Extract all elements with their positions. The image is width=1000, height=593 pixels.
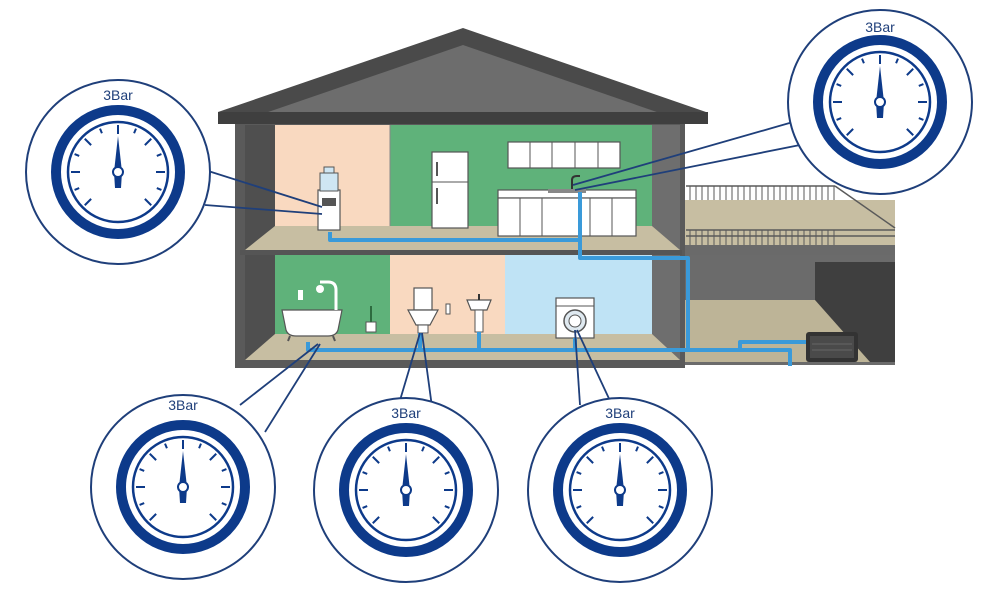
gauge-tick [156, 187, 162, 191]
gauge-label: 3Bar [168, 397, 198, 413]
gauge-tick [84, 198, 92, 206]
gauge-tick [74, 153, 80, 157]
gauge-label: 3Bar [103, 87, 133, 103]
washing-machine-icon [555, 297, 595, 339]
gauge-tick [362, 505, 368, 509]
gauge-ticks [833, 55, 927, 136]
water-cooler-icon [317, 166, 341, 231]
kitchen-cabinets [497, 141, 637, 237]
ground-floor [245, 334, 680, 360]
gauge-tick [444, 505, 450, 509]
gauge-hub [112, 166, 124, 178]
gauge-tick [846, 128, 854, 136]
gauge-tick [861, 58, 865, 64]
gauge-bathtub: 3Bar [90, 394, 276, 580]
gauge-tick [387, 446, 391, 452]
gauge-tick [918, 117, 924, 121]
gauge-kitchen-sink: 3Bar [787, 9, 973, 195]
gauge-hub [400, 484, 412, 496]
gauge-tick [646, 456, 654, 464]
gauge-tick [635, 446, 639, 452]
gauge-hub [177, 481, 189, 493]
gauge-toilet-basin: 3Bar [313, 397, 499, 583]
gauge-ticks [71, 125, 165, 206]
pressure-gauges: 3Bar 3Bar 3Bar 3Bar 3Bar [25, 9, 973, 583]
garage-extension [683, 185, 896, 365]
gauge-tick [84, 138, 92, 146]
fridge-icon [431, 151, 469, 229]
gauge-tick [601, 446, 605, 452]
gauge-tick [99, 128, 103, 134]
booster-pump-icon [806, 332, 858, 362]
gauge-tick [836, 83, 842, 87]
toilet-icon [407, 287, 451, 334]
gauge-tick [149, 453, 157, 461]
gauge-tick [432, 516, 440, 524]
gauge-connectors [204, 119, 801, 433]
gauge-tick [362, 471, 368, 475]
water-pipes [306, 192, 806, 366]
gauge-tick [156, 153, 162, 157]
gauge-tick [906, 68, 914, 76]
gauge-hub [614, 484, 626, 496]
gauge-tick [139, 468, 145, 472]
gauge-tick [139, 502, 145, 506]
gauge-tick [658, 471, 664, 475]
gauge-washing-machine: 3Bar [527, 397, 713, 583]
gauge-tick [658, 505, 664, 509]
gauge-tick [221, 468, 227, 472]
gauge-tick [144, 198, 152, 206]
gauge-tick [432, 456, 440, 464]
gauge-tick [576, 505, 582, 509]
gauge-label: 3Bar [391, 405, 421, 421]
gauge-tick [221, 502, 227, 506]
gauge-ticks [136, 440, 230, 521]
gauge-ticks [359, 443, 453, 524]
gauge-tick [836, 117, 842, 121]
room-toilet [390, 255, 505, 337]
terrace-deck [683, 200, 895, 245]
gauge-tick [372, 456, 380, 464]
gauge-tick [444, 471, 450, 475]
gauge-water-cooler: 3Bar [25, 79, 211, 265]
gauge-tick [576, 471, 582, 475]
gauge-tick [895, 58, 899, 64]
gauge-tick [646, 516, 654, 524]
gauge-tick [586, 456, 594, 464]
gauge-tick [846, 68, 854, 76]
gauge-tick [372, 516, 380, 524]
gauge-tick [74, 187, 80, 191]
gauge-tick [586, 516, 594, 524]
gauge-tick [209, 513, 217, 521]
gauge-tick [209, 453, 217, 461]
bathtub-icon [281, 280, 343, 342]
gauge-tick [144, 138, 152, 146]
gauge-tick [906, 128, 914, 136]
gauge-ticks [573, 443, 667, 524]
gauge-tick [133, 128, 137, 134]
gauge-tick [149, 513, 157, 521]
gauge-hub [874, 96, 886, 108]
gauge-label: 3Bar [605, 405, 635, 421]
gauge-tick [198, 443, 202, 449]
gauge-tick [918, 83, 924, 87]
sink-icon [548, 175, 586, 193]
gauge-label: 3Bar [865, 19, 895, 35]
gauge-tick [164, 443, 168, 449]
basin-icon [466, 294, 492, 333]
plant-icon [365, 306, 377, 333]
gauge-tick [421, 446, 425, 452]
